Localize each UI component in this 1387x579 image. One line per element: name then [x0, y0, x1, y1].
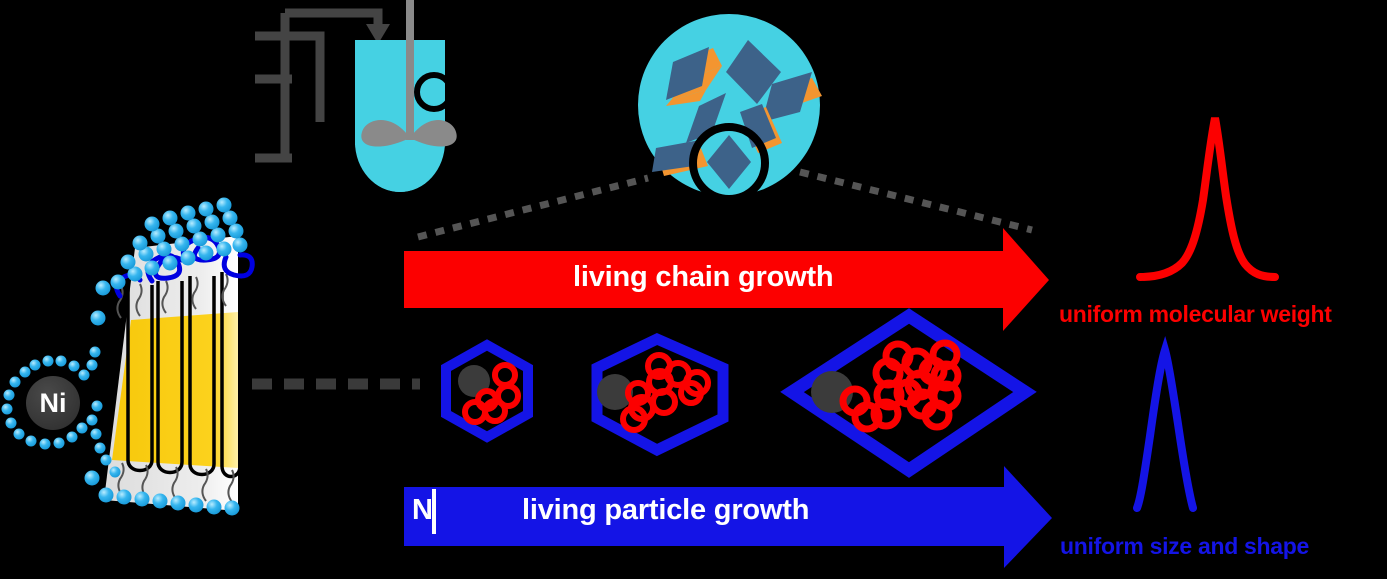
membrane-headgroup-dots — [84, 197, 248, 516]
platelet-face-icon — [666, 47, 709, 100]
stage-2-ring-chain — [620, 352, 711, 433]
zoom-highlight-ring-icon — [689, 123, 769, 203]
stage-1-seed — [458, 365, 490, 397]
particle-growth-arrow — [404, 466, 1052, 568]
platelet-face-icon — [652, 140, 700, 172]
particle-size-distribution-curve — [1133, 336, 1197, 512]
platelet-highlighted-face-icon — [707, 135, 751, 189]
chain-growth-arrow — [404, 228, 1049, 331]
stirrer-blade-left-icon — [361, 120, 410, 147]
particle-stage-3 — [780, 308, 1037, 478]
chain-growth-arrow-shape — [404, 228, 1049, 331]
particle-stage-2 — [591, 332, 729, 457]
magnifier-icon — [414, 70, 482, 112]
uniform-size-and-shape-label: uniform size and shape — [1060, 533, 1310, 559]
inset-left-dotted-connector — [417, 174, 649, 241]
stirrer-blade-right-icon — [410, 120, 457, 147]
stage-2-seed — [597, 374, 633, 410]
membrane-lipid-chains — [126, 272, 242, 479]
membrane-hydrophobic-core — [112, 312, 238, 468]
size-curve-line — [1133, 336, 1197, 512]
stage-3-rhombus-outline — [780, 308, 1037, 478]
particle-growth-arrow-shape — [404, 466, 1052, 568]
platelet-face-icon — [726, 40, 781, 104]
feed-top-line-icon — [285, 8, 383, 26]
inset-right-dotted-connector — [799, 168, 1033, 234]
molecular-weight-distribution-curve — [1136, 117, 1279, 281]
particle-growth-prefix-marker: N — [412, 494, 433, 526]
membrane-tail-squiggles — [116, 273, 235, 503]
mw-curve-line — [1136, 117, 1279, 281]
uniform-molecular-weight-label: uniform molecular weight — [1059, 301, 1332, 327]
platelet-face-icon — [762, 72, 812, 122]
stage-1-hexagon-outline — [441, 339, 533, 443]
stirrer-shaft-icon — [406, 0, 414, 140]
platelet-group — [652, 40, 822, 189]
platelet-face-icon — [686, 93, 726, 143]
chain-growth-arrow-label: living chain growth — [573, 261, 834, 293]
nickel-disc — [26, 376, 80, 430]
inset-particle-circle — [638, 14, 822, 203]
reactor-vessel — [355, 0, 482, 192]
inset-connectors — [417, 168, 1033, 241]
stage-1-ring-chain — [462, 362, 521, 425]
nickel-symbol-label: Ni — [39, 388, 67, 418]
particle-growth-arrow-label: living particle growth — [522, 494, 810, 526]
particle-stage-1 — [441, 339, 533, 443]
membrane-support — [84, 197, 255, 516]
stage-2-hexagon-outline — [591, 332, 729, 457]
reactor-feed-piping — [255, 8, 390, 163]
text-caret-icon — [432, 489, 436, 534]
stage-3-ring-chain — [839, 339, 962, 433]
ligand-dot-swirl — [1, 346, 121, 478]
nickel-catalyst — [1, 346, 121, 478]
feed-arrowhead-icon — [366, 24, 390, 44]
